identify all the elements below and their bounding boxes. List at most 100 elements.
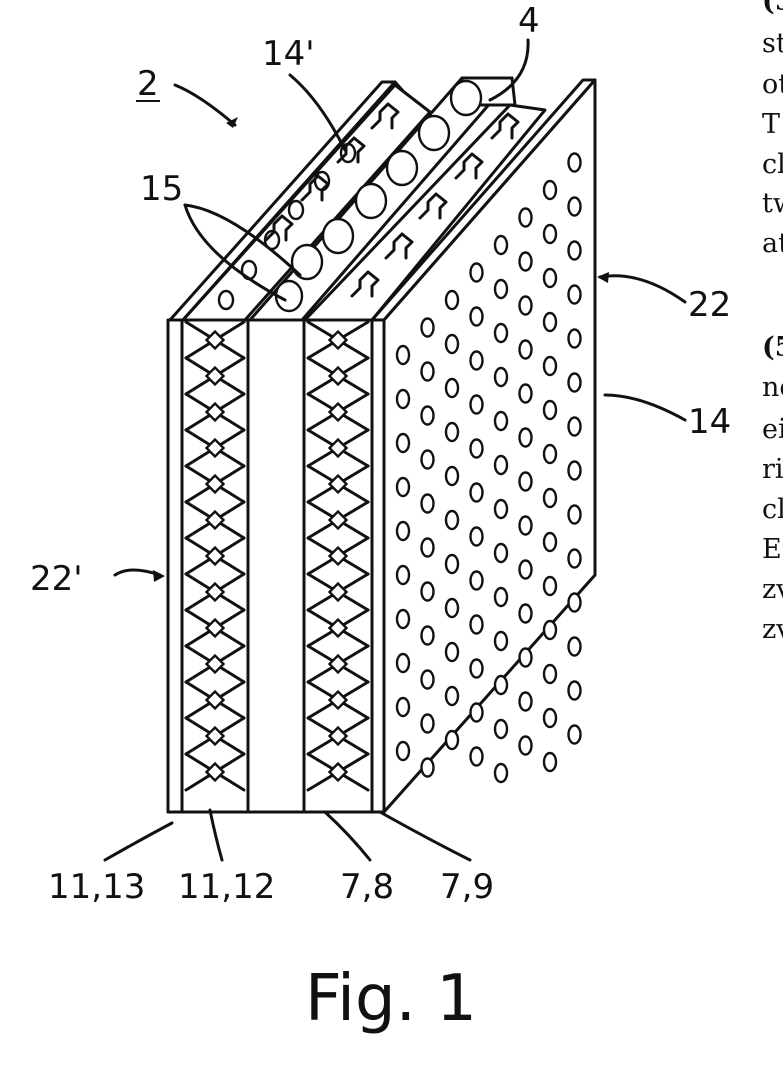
- plate-hole: [569, 462, 581, 480]
- plate-hole: [520, 253, 532, 271]
- label-22: 22: [688, 285, 731, 325]
- plate-hole: [397, 654, 409, 672]
- label-15: 15: [140, 169, 183, 209]
- plate-hole: [471, 748, 483, 766]
- plate-hole: [471, 264, 483, 282]
- side-text-line: ei: [762, 414, 783, 445]
- plate-hole: [544, 313, 556, 331]
- plate-hole: [495, 236, 507, 254]
- plate-hole: [495, 720, 507, 738]
- plate-hole: [397, 478, 409, 496]
- plate-hole: [446, 379, 458, 397]
- plate-hole: [495, 280, 507, 298]
- plate-hole: [422, 363, 434, 381]
- plate-hole: [471, 528, 483, 546]
- plate-hole: [544, 577, 556, 595]
- plate-hole: [544, 269, 556, 287]
- side-text-line: zv: [762, 614, 783, 645]
- plate-hole: [520, 517, 532, 535]
- plate-hole: [569, 286, 581, 304]
- plate-hole: [520, 561, 532, 579]
- plate-hole: [544, 445, 556, 463]
- plate-hole: [471, 484, 483, 502]
- plate-hole: [471, 352, 483, 370]
- plate-hole: [495, 676, 507, 694]
- central-spacer: [248, 320, 304, 812]
- side-text-line: E: [762, 534, 782, 565]
- plate-hole: [446, 467, 458, 485]
- side-text-line: (5: [762, 0, 783, 17]
- side-text-line: ne: [762, 372, 783, 403]
- plate-hole: [471, 308, 483, 326]
- side-text-line: T: [762, 109, 780, 140]
- plate-hole: [471, 396, 483, 414]
- plate-hole: [544, 753, 556, 771]
- plate-hole: [422, 495, 434, 513]
- side-text-line: at: [762, 228, 783, 259]
- label-11-13: 11,13: [48, 867, 145, 907]
- plate-hole: [520, 385, 532, 403]
- plate-hole: [520, 297, 532, 315]
- plate-hole: [495, 500, 507, 518]
- plate-hole: [446, 423, 458, 441]
- plate-hole: [422, 715, 434, 733]
- plate-hole: [471, 704, 483, 722]
- plate-hole: [397, 346, 409, 364]
- plate-hole: [520, 473, 532, 491]
- cropped-side-text: (5stotTcltwat(5neeiriclEzvzv: [762, 0, 783, 645]
- rear-plate-22prime: [168, 320, 182, 812]
- side-text-line: tw: [762, 188, 783, 219]
- plate-hole: [569, 726, 581, 744]
- side-text-line: (5: [762, 332, 783, 363]
- plate-hole: [471, 616, 483, 634]
- label-4: 4: [518, 1, 540, 41]
- plate-hole: [471, 440, 483, 458]
- plate-hole: [569, 374, 581, 392]
- plate-hole: [495, 544, 507, 562]
- plate-hole: [520, 429, 532, 447]
- plate-hole: [422, 759, 434, 777]
- side-text-line: cl: [762, 494, 783, 525]
- label-14prime: 14': [262, 34, 315, 74]
- plate-hole: [422, 583, 434, 601]
- plate-hole: [397, 742, 409, 760]
- plate-hole: [471, 572, 483, 590]
- plate-hole: [397, 610, 409, 628]
- plate-hole: [446, 335, 458, 353]
- plate-hole: [569, 242, 581, 260]
- plate-hole: [495, 456, 507, 474]
- plate-hole: [544, 181, 556, 199]
- plate-hole: [569, 506, 581, 524]
- plate-hole: [495, 324, 507, 342]
- plate-hole: [446, 555, 458, 573]
- side-text-line: st: [762, 28, 783, 59]
- plate-hole: [397, 522, 409, 540]
- label-7-8: 7,8: [340, 867, 394, 907]
- plate-hole: [495, 412, 507, 430]
- plate-hole: [495, 764, 507, 782]
- plate-hole: [520, 605, 532, 623]
- side-text-line: ri: [762, 454, 783, 485]
- label-2: 2: [137, 64, 159, 104]
- plate-hole: [446, 643, 458, 661]
- plate-hole: [422, 671, 434, 689]
- label-14: 14: [688, 402, 731, 442]
- plate-hole: [569, 594, 581, 612]
- label-22prime: 22': [30, 559, 83, 599]
- plate-hole: [495, 588, 507, 606]
- plate-hole: [397, 434, 409, 452]
- plate-hole: [569, 154, 581, 172]
- plate-hole: [569, 682, 581, 700]
- plate-hole: [520, 649, 532, 667]
- plate-hole: [544, 709, 556, 727]
- plate-hole: [544, 401, 556, 419]
- plate-hole: [471, 660, 483, 678]
- plate-hole: [569, 198, 581, 216]
- plate-hole: [446, 599, 458, 617]
- plate-hole: [397, 390, 409, 408]
- plate-hole: [544, 225, 556, 243]
- plate-hole: [520, 693, 532, 711]
- side-text-line: zv: [762, 574, 783, 605]
- figure-caption: Fig. 1: [305, 962, 477, 1036]
